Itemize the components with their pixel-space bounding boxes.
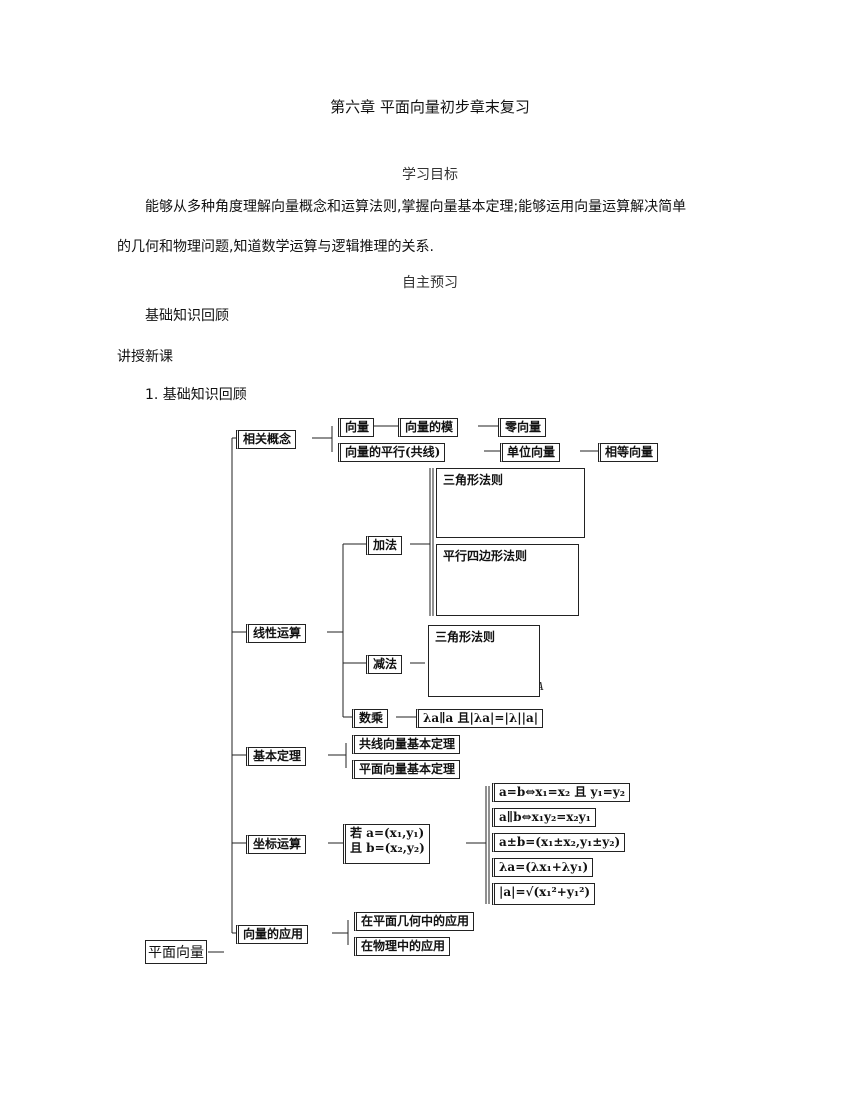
addition-triangle-title: 三角形法则 bbox=[443, 473, 504, 487]
collinear-theorem: 共线向量基本定理 bbox=[352, 735, 461, 754]
coord-given-a: 若 a=(x₁,y₁) bbox=[350, 826, 425, 840]
parallelogram-panel: 平行四边形法则 bbox=[436, 544, 579, 616]
root-plane-vector: 平面向量 bbox=[145, 940, 207, 964]
coord-given-b: 且 b=(x₂,y₂) bbox=[350, 841, 425, 855]
scalar-mult-rule: λa∥a 且|λa|=|λ||a| bbox=[416, 709, 544, 728]
concept-vector-magnitude: 向量的模 bbox=[398, 418, 459, 437]
addition-box: 加法 bbox=[366, 536, 403, 555]
subtraction-triangle-panel: 三角形法则 bbox=[428, 625, 540, 697]
coord-ops-box: 坐标运算 bbox=[246, 835, 307, 854]
concept-parallel-vectors: 向量的平行(共线) bbox=[338, 443, 446, 462]
coord-rule-magnitude: |a|=√(x₁²+y₁²) bbox=[492, 883, 596, 905]
objectives-line-2: 的几何和物理问题,知道数学运算与逻辑推理的关系. bbox=[117, 239, 434, 255]
scalar-mult-box: 数乘 bbox=[352, 709, 389, 728]
application-geometry: 在平面几何中的应用 bbox=[354, 912, 475, 931]
preview-heading: 自主预习 bbox=[402, 275, 458, 291]
objectives-line-1: 能够从多种角度理解向量概念和运算法则,掌握向量基本定理;能够运用向量运算解决简单 bbox=[145, 199, 687, 215]
subtraction-box: 减法 bbox=[366, 655, 403, 674]
item-1-heading: 1. 基础知识回顾 bbox=[145, 387, 247, 403]
concept-vector: 向量 bbox=[338, 418, 375, 437]
coord-rule-parallel: a∥b⇔x₁y₂=x₂y₁ bbox=[492, 808, 596, 827]
coord-rule-scalar: λa=(λx₁+λy₁) bbox=[492, 858, 594, 877]
coord-rule-equal: a=b⇔x₁=x₂ 且 y₁=y₂ bbox=[492, 783, 631, 802]
objectives-heading: 学习目标 bbox=[402, 167, 458, 183]
plane-vector-theorem: 平面向量基本定理 bbox=[352, 760, 461, 779]
chapter-title: 第六章 平面向量初步章末复习 bbox=[330, 98, 530, 116]
application-physics: 在物理中的应用 bbox=[354, 937, 451, 956]
basic-review-label: 基础知识回顾 bbox=[145, 308, 229, 324]
addition-triangle-panel: 三角形法则 bbox=[436, 468, 585, 538]
concept-unit-vector: 单位向量 bbox=[500, 443, 561, 462]
new-lesson-label: 讲授新课 bbox=[117, 349, 173, 365]
coord-rule-sum: a±b=(x₁±x₂,y₁±y₂) bbox=[492, 833, 626, 852]
linear-ops-box: 线性运算 bbox=[246, 624, 307, 643]
concept-equal-vectors: 相等向量 bbox=[598, 443, 659, 462]
coord-given-box: 若 a=(x₁,y₁) 且 b=(x₂,y₂) bbox=[343, 824, 430, 864]
application-box: 向量的应用 bbox=[236, 925, 309, 944]
parallelogram-title: 平行四边形法则 bbox=[443, 549, 528, 563]
basic-theorem-box: 基本定理 bbox=[246, 747, 307, 766]
subtraction-triangle-title: 三角形法则 bbox=[435, 630, 496, 644]
concept-zero-vector: 零向量 bbox=[498, 418, 547, 437]
related-concepts-box: 相关概念 bbox=[236, 430, 297, 449]
